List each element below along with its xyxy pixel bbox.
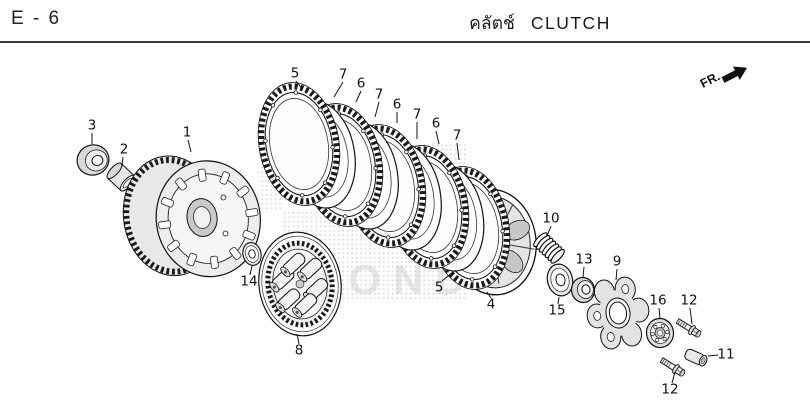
leader-line-12 — [689, 307, 693, 325]
part-callout-7: 7 — [338, 66, 348, 83]
part-callout-15: 15 — [548, 302, 566, 319]
part-callout-10: 10 — [542, 210, 560, 227]
part-callout-12: 12 — [661, 381, 679, 398]
part-13-nut — [570, 276, 596, 304]
part-14-washer — [242, 242, 262, 266]
part-callout-14: 14 — [240, 273, 258, 290]
leader-line-12 — [671, 371, 676, 384]
leader-line-10 — [546, 225, 552, 237]
part-15-washer — [546, 263, 574, 297]
part-8-clutch-center — [258, 231, 342, 337]
part-callout-3: 3 — [87, 117, 97, 134]
part-callout-11: 11 — [717, 346, 735, 363]
part-callout-2: 2 — [119, 141, 129, 158]
leader-line-7 — [456, 142, 460, 161]
part-callout-12: 12 — [680, 292, 698, 309]
page-title-thai: คลัตช์ — [469, 13, 515, 33]
part-callout-7: 7 — [452, 127, 462, 144]
header-divider — [0, 41, 810, 43]
leader-line-13 — [582, 266, 585, 278]
part-12-bolt-upper — [674, 316, 704, 340]
part-callout-9: 9 — [612, 253, 622, 270]
page-title-english: CLUTCH — [530, 13, 611, 33]
part-callout-4: 4 — [486, 296, 496, 313]
part-callout-7: 7 — [412, 106, 422, 123]
fr-arrow-icon — [721, 66, 748, 83]
page-title: คลัตช์ CLUTCH — [469, 9, 611, 37]
part-12-bolt-lower — [658, 355, 688, 379]
part-10-spring — [533, 232, 565, 264]
leader-line-15 — [557, 296, 560, 305]
part-callout-16: 16 — [649, 292, 667, 309]
part-callout-6: 6 — [392, 96, 402, 113]
leader-lines — [91, 80, 719, 384]
leader-line-7 — [333, 81, 344, 98]
part-callout-6: 6 — [431, 115, 441, 132]
part-callout-7: 7 — [374, 86, 384, 103]
leader-line-4 — [486, 291, 492, 299]
leader-line-5 — [441, 271, 454, 282]
leader-line-1 — [187, 139, 192, 153]
leader-line-14 — [249, 265, 253, 276]
part-3-collar — [76, 144, 110, 176]
leader-line-6 — [355, 90, 362, 103]
part-callout-5: 5 — [290, 65, 300, 82]
part-callout-1: 1 — [182, 124, 192, 141]
part-callout-13: 13 — [575, 251, 593, 268]
leader-line-6 — [435, 130, 440, 145]
part-callout-5: 5 — [434, 279, 444, 296]
leader-line-7 — [374, 101, 380, 118]
leader-line-11 — [707, 354, 719, 357]
leader-line-5 — [295, 80, 303, 90]
part-16-bearing — [645, 317, 675, 349]
leader-line-8 — [296, 333, 300, 345]
part-1-clutch-outer — [122, 155, 261, 278]
part-9-lifter-plate — [586, 276, 650, 350]
leader-line-16 — [658, 307, 661, 319]
part-callout-6: 6 — [356, 75, 366, 92]
part-2-bushing — [106, 162, 136, 192]
leader-line-9 — [615, 268, 618, 281]
part-callout-8: 8 — [294, 342, 304, 359]
part-11-joint-piece — [684, 348, 708, 367]
section-code: E - 6 — [11, 8, 62, 29]
leader-line-2 — [121, 156, 124, 167]
